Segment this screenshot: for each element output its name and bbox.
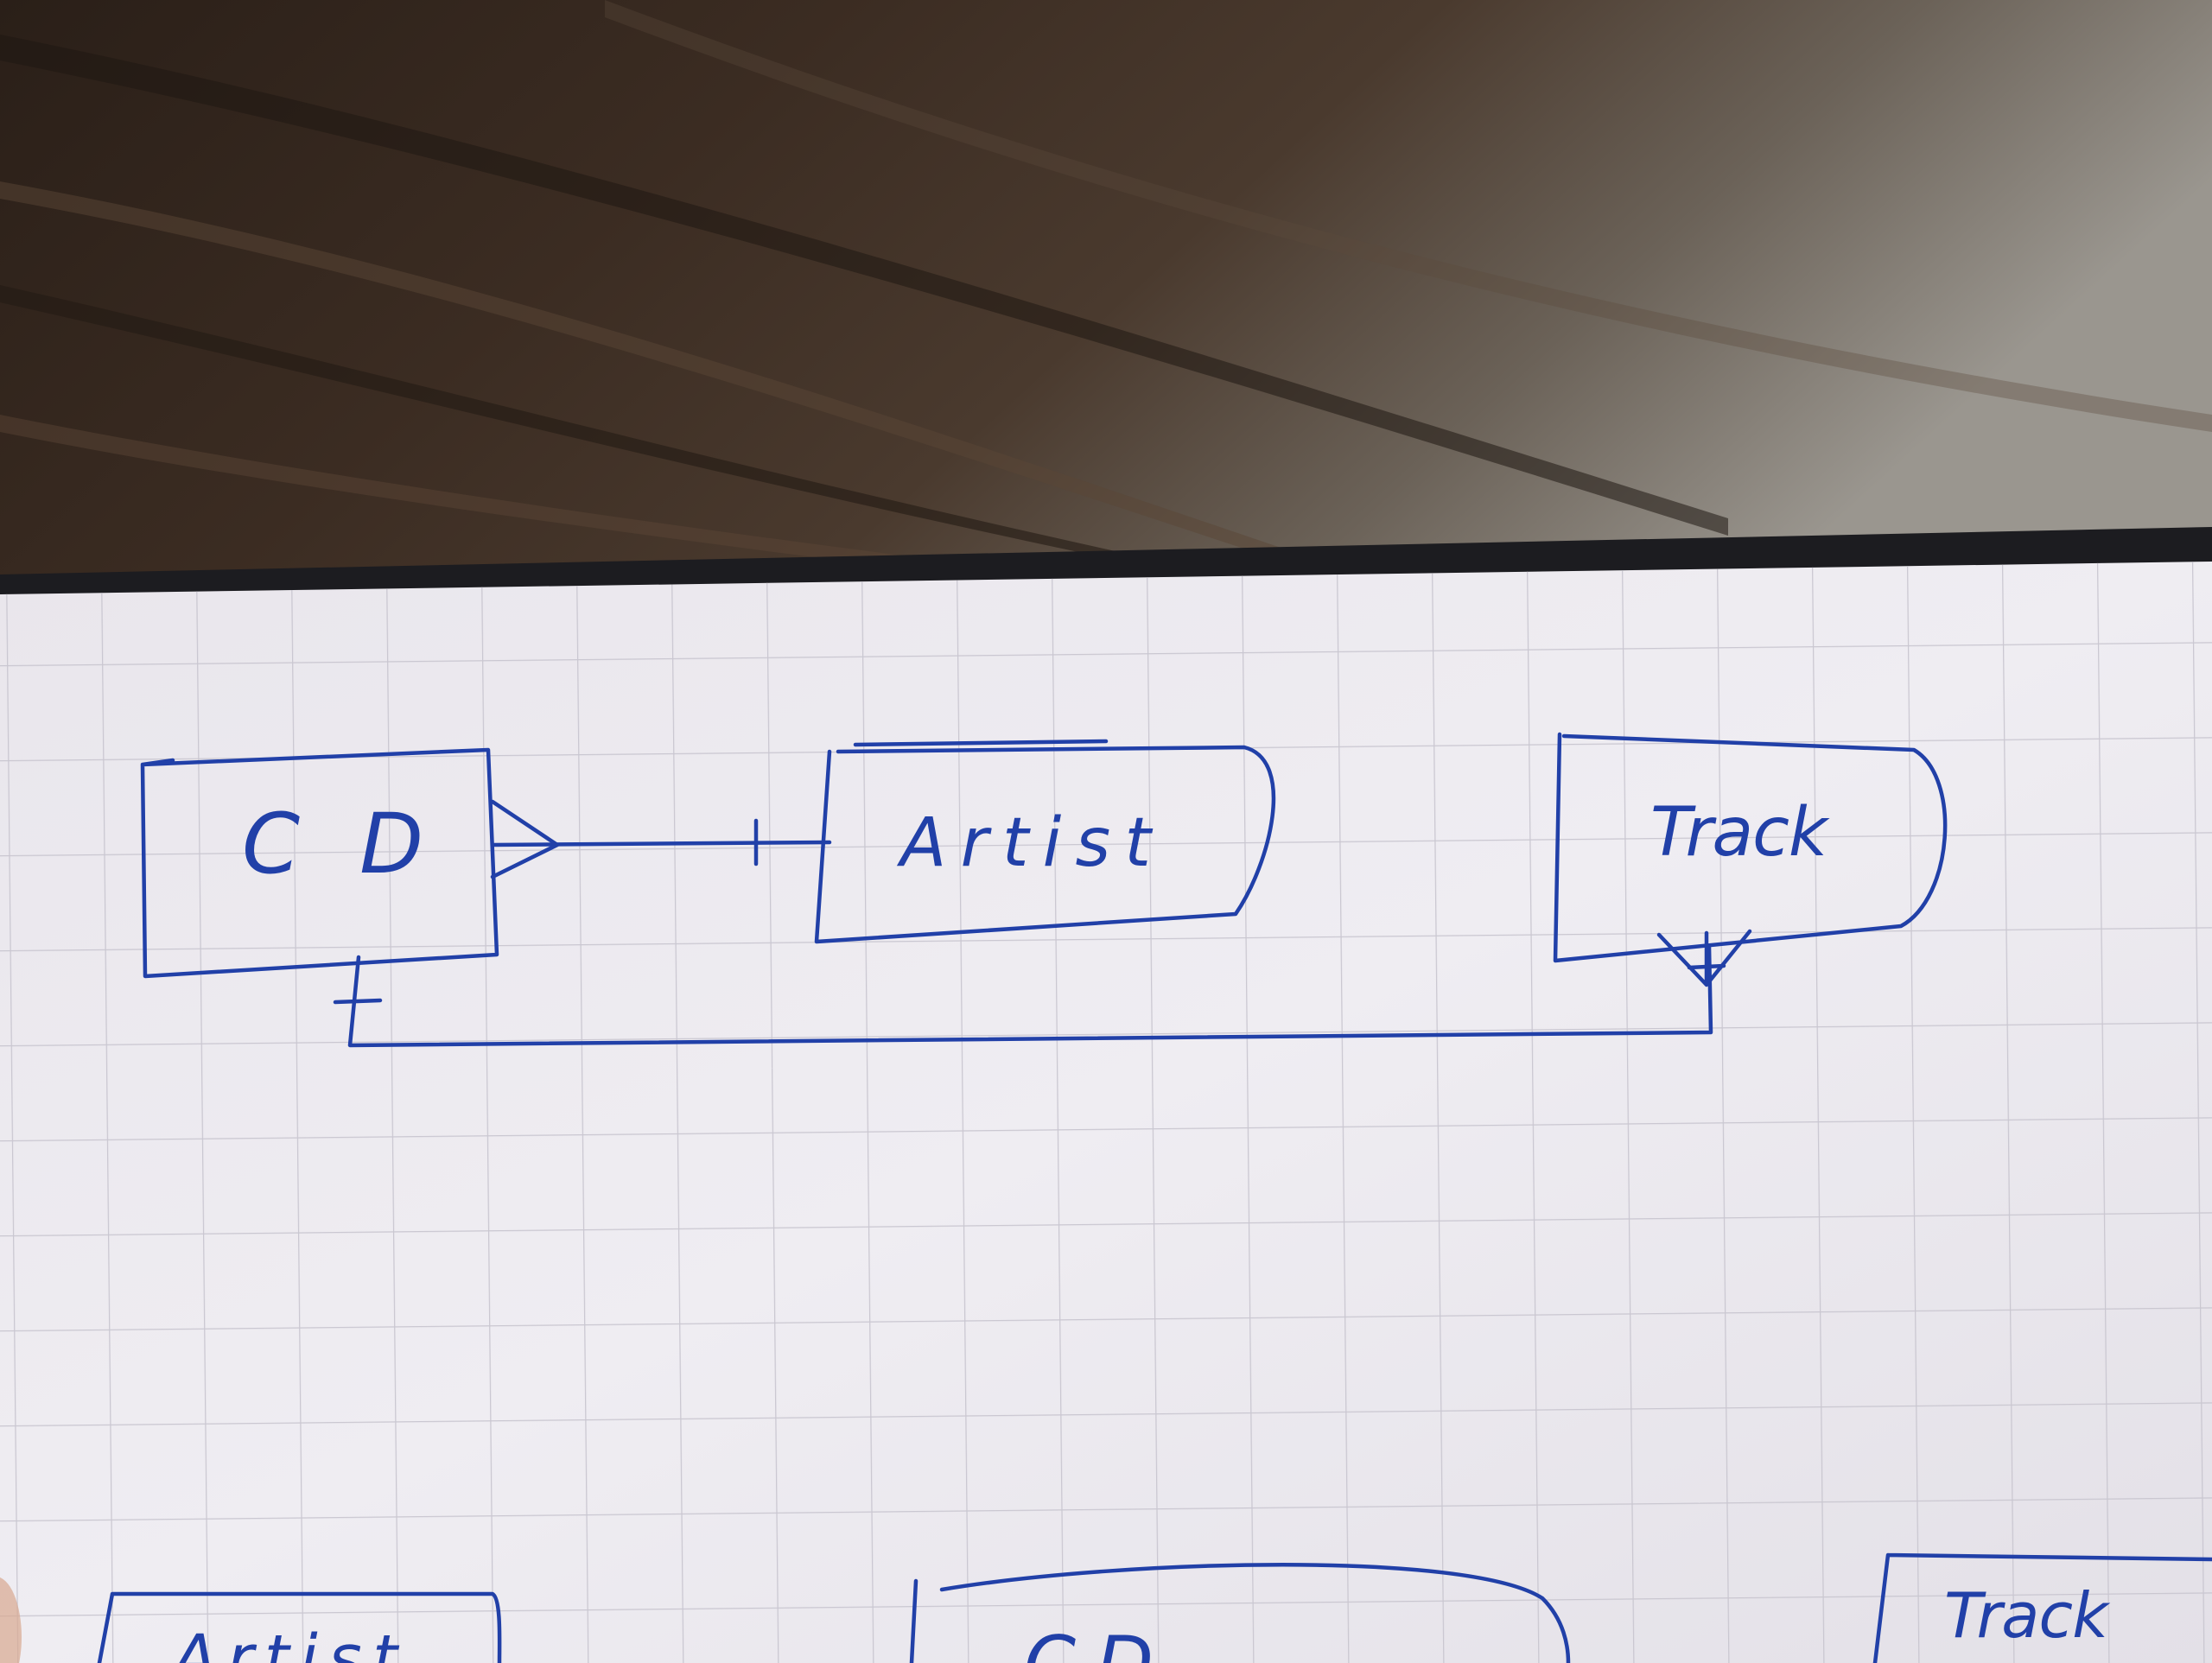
entity-artist: Artist [814,739,1276,944]
partial-artist-label: Artist [169,1622,400,1663]
crows-foot-many [490,799,560,879]
entity-track: Track [1553,732,1948,963]
entity-artist-box [814,745,1276,944]
entity-cd: C D [140,747,499,979]
partial-cd-box [909,1563,1571,1663]
crows-foot-many [1656,929,1752,987]
graph-paper [0,562,2212,1663]
er-diagram: C D Artist Track Artist [97,732,2212,1663]
one-bar [333,998,383,1005]
partial-artist-box [97,1591,502,1663]
partial-track-label: Track [1944,1579,2111,1652]
relationship-cd-track [333,929,1752,1048]
relationship-line [490,840,832,847]
relationship-cd-artist [490,799,832,879]
entity-cd-label: C D [242,796,423,892]
partial-track-box [1872,1552,2212,1663]
entity-artist-label: Artist [896,804,1153,882]
entity-cd-box [140,747,499,979]
finger-blur [0,1577,22,1663]
wood-table [0,0,2212,605]
entity-track-box [1553,732,1948,963]
entity-track-label: Track [1650,794,1830,872]
